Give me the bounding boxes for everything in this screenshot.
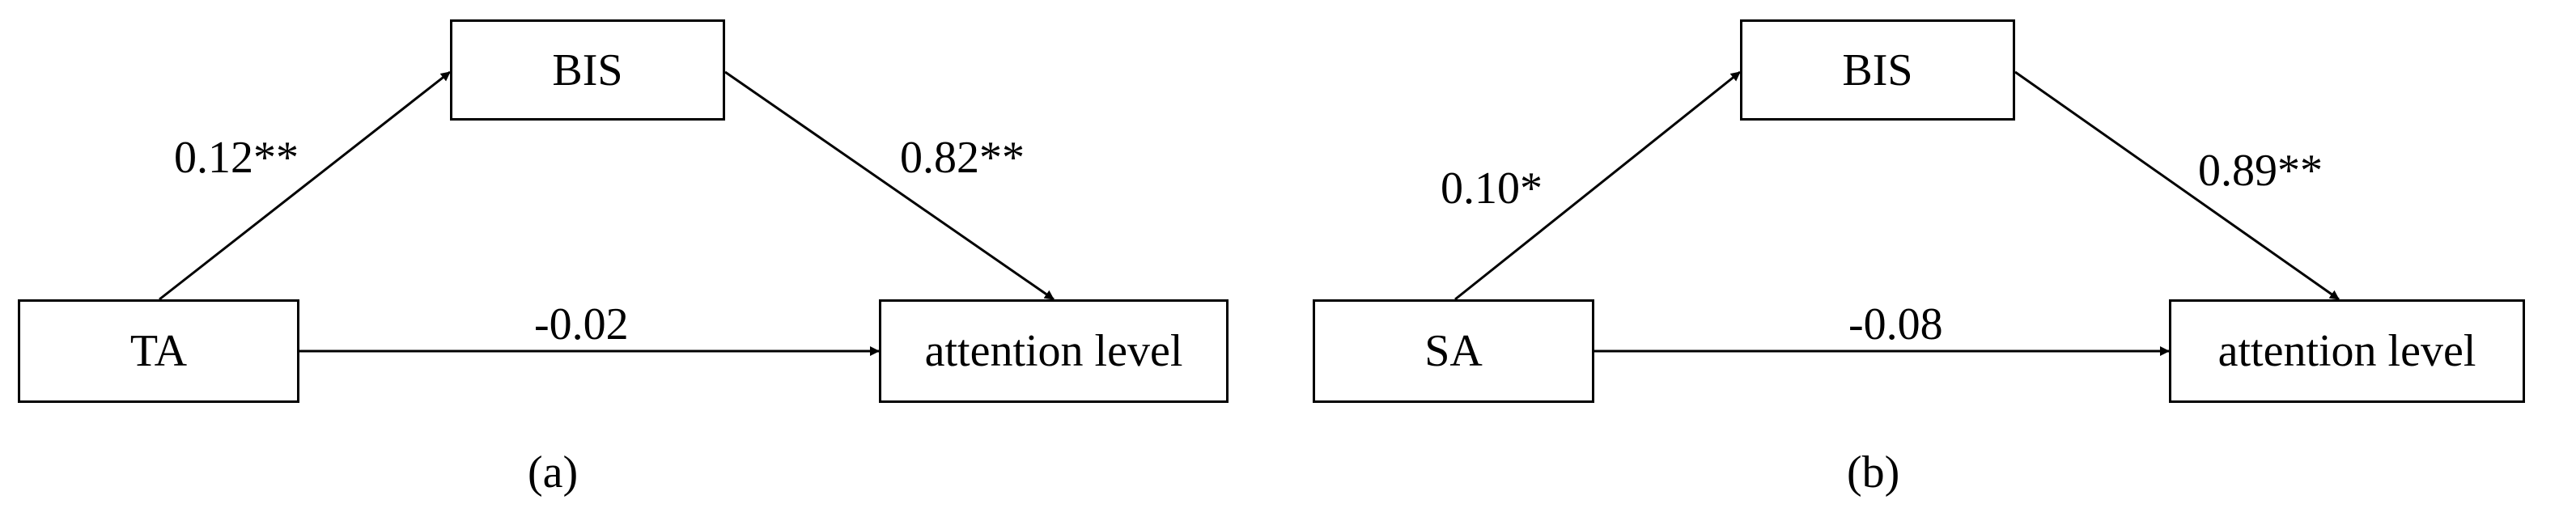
- mediator-box: BIS: [450, 19, 725, 121]
- path-b-coefficient: 0.82**: [900, 133, 1025, 183]
- predictor-label: SA: [1424, 326, 1483, 376]
- path-b-coefficient: 0.89**: [2198, 146, 2323, 196]
- path-c-coefficient: -0.08: [1848, 299, 1943, 349]
- path-a-coefficient: 0.10*: [1441, 163, 1543, 214]
- arrow-mediator-to-outcome: [724, 70, 1055, 301]
- diagram-panel-b: BIS SA attention level 0.10* 0.89** -0.0…: [1301, 0, 2576, 521]
- arrow-predictor-to-mediator: [1454, 70, 1741, 301]
- arrow-mediator-to-outcome: [2014, 70, 2340, 301]
- outcome-box: attention level: [2169, 299, 2525, 403]
- outcome-label: attention level: [924, 326, 1183, 376]
- outcome-label: attention level: [2217, 326, 2476, 376]
- predictor-box: SA: [1313, 299, 1594, 403]
- mediator-label: BIS: [1842, 44, 1913, 95]
- predictor-label: TA: [129, 326, 188, 376]
- panel-caption: (a): [528, 447, 579, 498]
- mediator-label: BIS: [552, 44, 623, 95]
- predictor-box: TA: [18, 299, 299, 403]
- mediator-box: BIS: [1740, 19, 2015, 121]
- path-c-coefficient: -0.02: [534, 299, 629, 349]
- panel-caption: (b): [1847, 447, 1900, 498]
- path-a-coefficient: 0.12**: [174, 133, 299, 183]
- panel-b-arrows: [1454, 70, 2340, 356]
- arrow-predictor-to-mediator: [159, 70, 451, 301]
- panel-a-arrows: [159, 70, 1055, 356]
- diagram-panel-a: BIS TA attention level 0.12** 0.82** -0.…: [18, 19, 1229, 498]
- outcome-box: attention level: [879, 299, 1229, 403]
